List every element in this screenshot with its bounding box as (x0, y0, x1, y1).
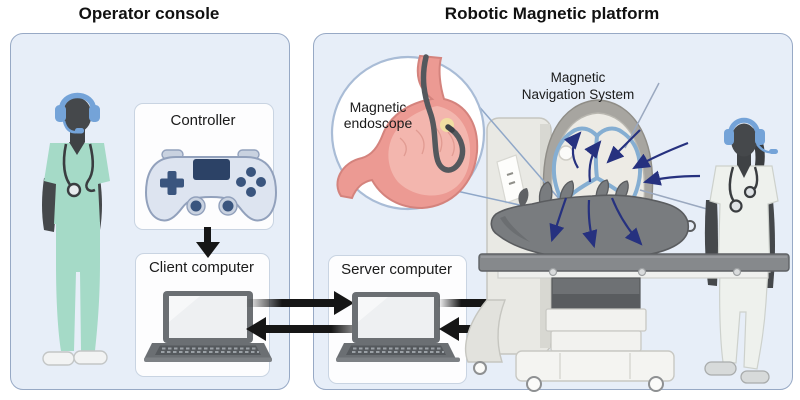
right-panel-title: Robotic Magnetic platform (444, 4, 660, 23)
magnetic-endoscope-label-line2: endoscope (343, 115, 413, 131)
left-panel-title: Operator console (78, 4, 220, 23)
client-computer-label: Client computer (148, 259, 255, 276)
arrow-server-to-client (246, 317, 376, 341)
arrow-client-to-server (246, 291, 354, 315)
client-laptop-icon (144, 291, 272, 362)
operating-table (478, 253, 790, 392)
server-computer-label: Server computer (341, 261, 452, 278)
nav-label-line1: Magnetic (550, 70, 606, 85)
operator-figure (42, 92, 110, 366)
magnetic-endoscope-label-line1: Magnetic (349, 99, 407, 115)
server-laptop-icon (336, 292, 460, 362)
gamepad-icon (145, 149, 277, 222)
magnetic-navigation-system-label: Magnetic Navigation System (502, 69, 654, 103)
nav-label-line2: Navigation System (521, 87, 635, 102)
magnetic-field-lines (549, 129, 701, 249)
controller-label: Controller (170, 112, 236, 129)
arrow-controller-to-client (196, 227, 220, 258)
stomach-endoscope-icon (330, 54, 486, 211)
magnetic-endoscope-label: Magnetic endoscope (330, 99, 426, 131)
assistant-figure (704, 117, 779, 384)
